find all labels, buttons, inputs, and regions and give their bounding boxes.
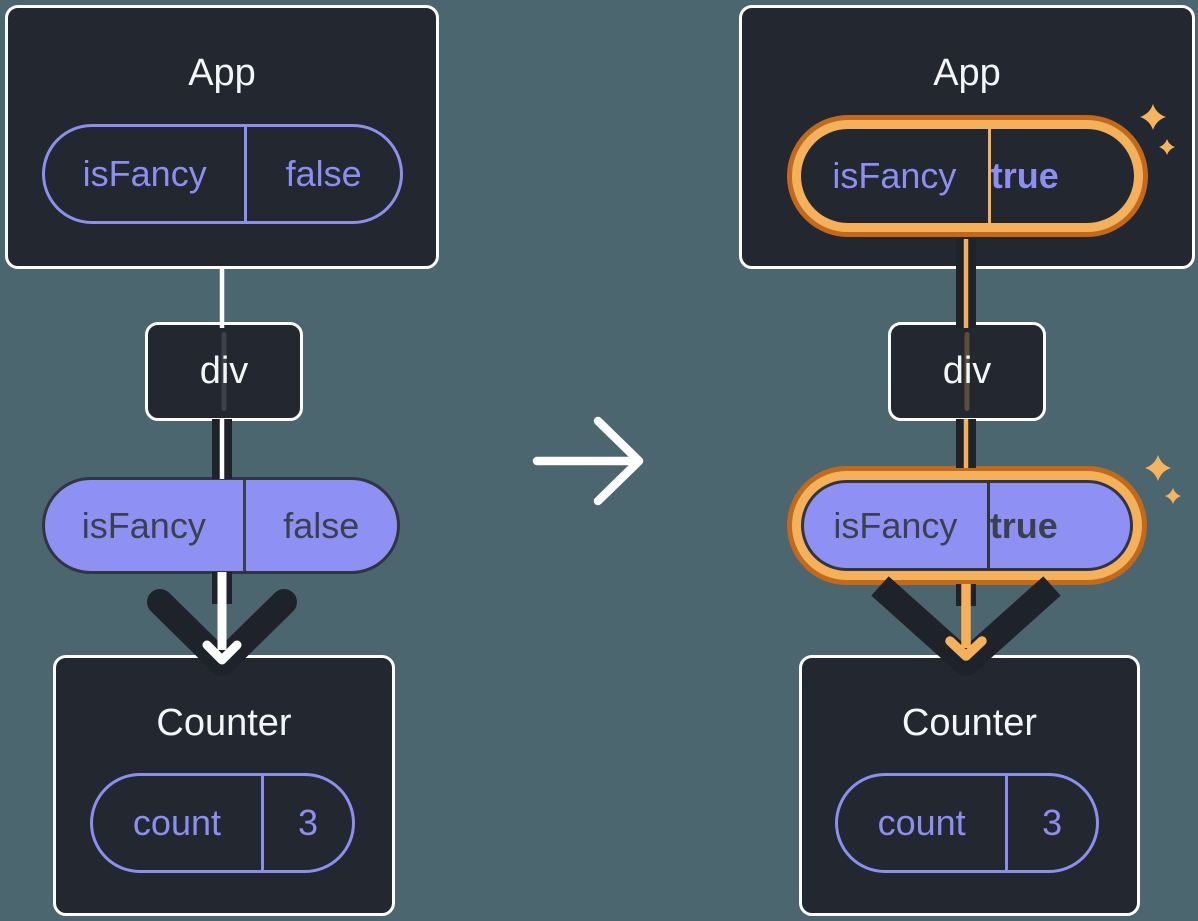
prop-value: false — [283, 504, 360, 546]
div-node-before: div — [145, 322, 303, 421]
div-label: div — [199, 350, 249, 392]
div-node-after: div — [888, 322, 1046, 421]
app-title: App — [188, 52, 256, 94]
prop-value: true — [989, 504, 1058, 546]
state-name: count — [838, 776, 1009, 870]
counter-title: Counter — [901, 702, 1038, 744]
arrow-head-right-icon — [945, 636, 987, 661]
transition-arrow-head-icon — [593, 416, 644, 506]
prop-name: isFancy — [804, 483, 990, 568]
sparkle-icon — [1164, 487, 1182, 505]
passed-prop-pill-after: isFancy true — [801, 480, 1133, 571]
chevron-arrow-right-icon — [871, 576, 1061, 676]
counter-title: Counter — [156, 702, 292, 744]
state-value: 3 — [1042, 802, 1063, 843]
prop-value: false — [285, 153, 362, 194]
counter-state-pill-before: count 3 — [90, 773, 355, 873]
app-prop-pill-after: isFancy true — [801, 129, 1134, 223]
passed-prop-pill-after-highlight-ring: isFancy true — [787, 466, 1147, 585]
app-prop-pill-before: isFancy false — [42, 124, 403, 224]
connector-ghost-line — [964, 332, 970, 411]
prop-name: isFancy — [801, 129, 991, 223]
counter-state-pill-after: count 3 — [835, 773, 1099, 873]
app-prop-pill-after-highlight-ring: isFancy true — [787, 115, 1148, 237]
chevron-arrow-left-icon — [147, 589, 297, 676]
state-value: 3 — [297, 802, 318, 843]
prop-name: isFancy — [45, 127, 248, 221]
state-name: count — [93, 776, 264, 870]
app-title: App — [933, 52, 1001, 94]
sparkle-icon — [1145, 455, 1171, 481]
div-label: div — [942, 350, 992, 392]
prop-value: true — [990, 155, 1059, 196]
prop-name: isFancy — [45, 480, 246, 571]
connector-ghost-line — [221, 332, 227, 411]
passed-prop-pill-before: isFancy false — [42, 477, 400, 574]
